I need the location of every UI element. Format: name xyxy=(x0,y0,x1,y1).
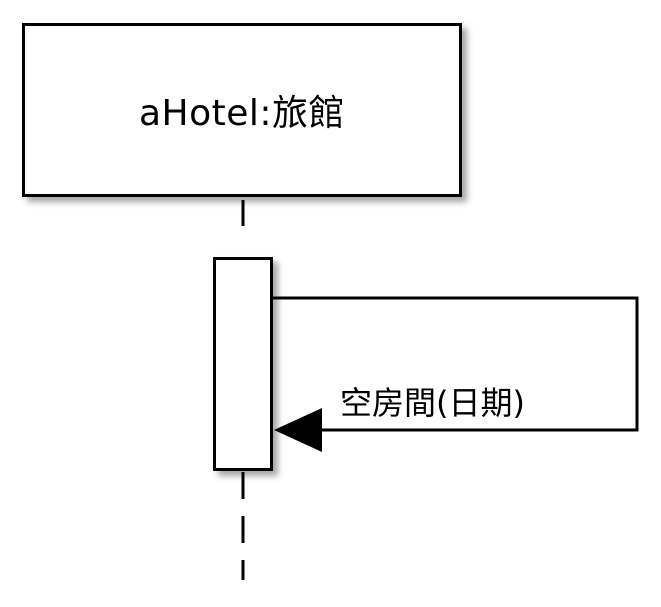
self-message-line xyxy=(273,296,639,432)
lifeline-header-box: aHotel:旅館 xyxy=(22,23,462,197)
self-message-label: 空房間(日期) xyxy=(340,384,525,422)
self-message-arrowhead xyxy=(274,408,322,452)
activation-bar xyxy=(213,257,273,471)
lifeline-title: aHotel:旅館 xyxy=(138,93,346,134)
